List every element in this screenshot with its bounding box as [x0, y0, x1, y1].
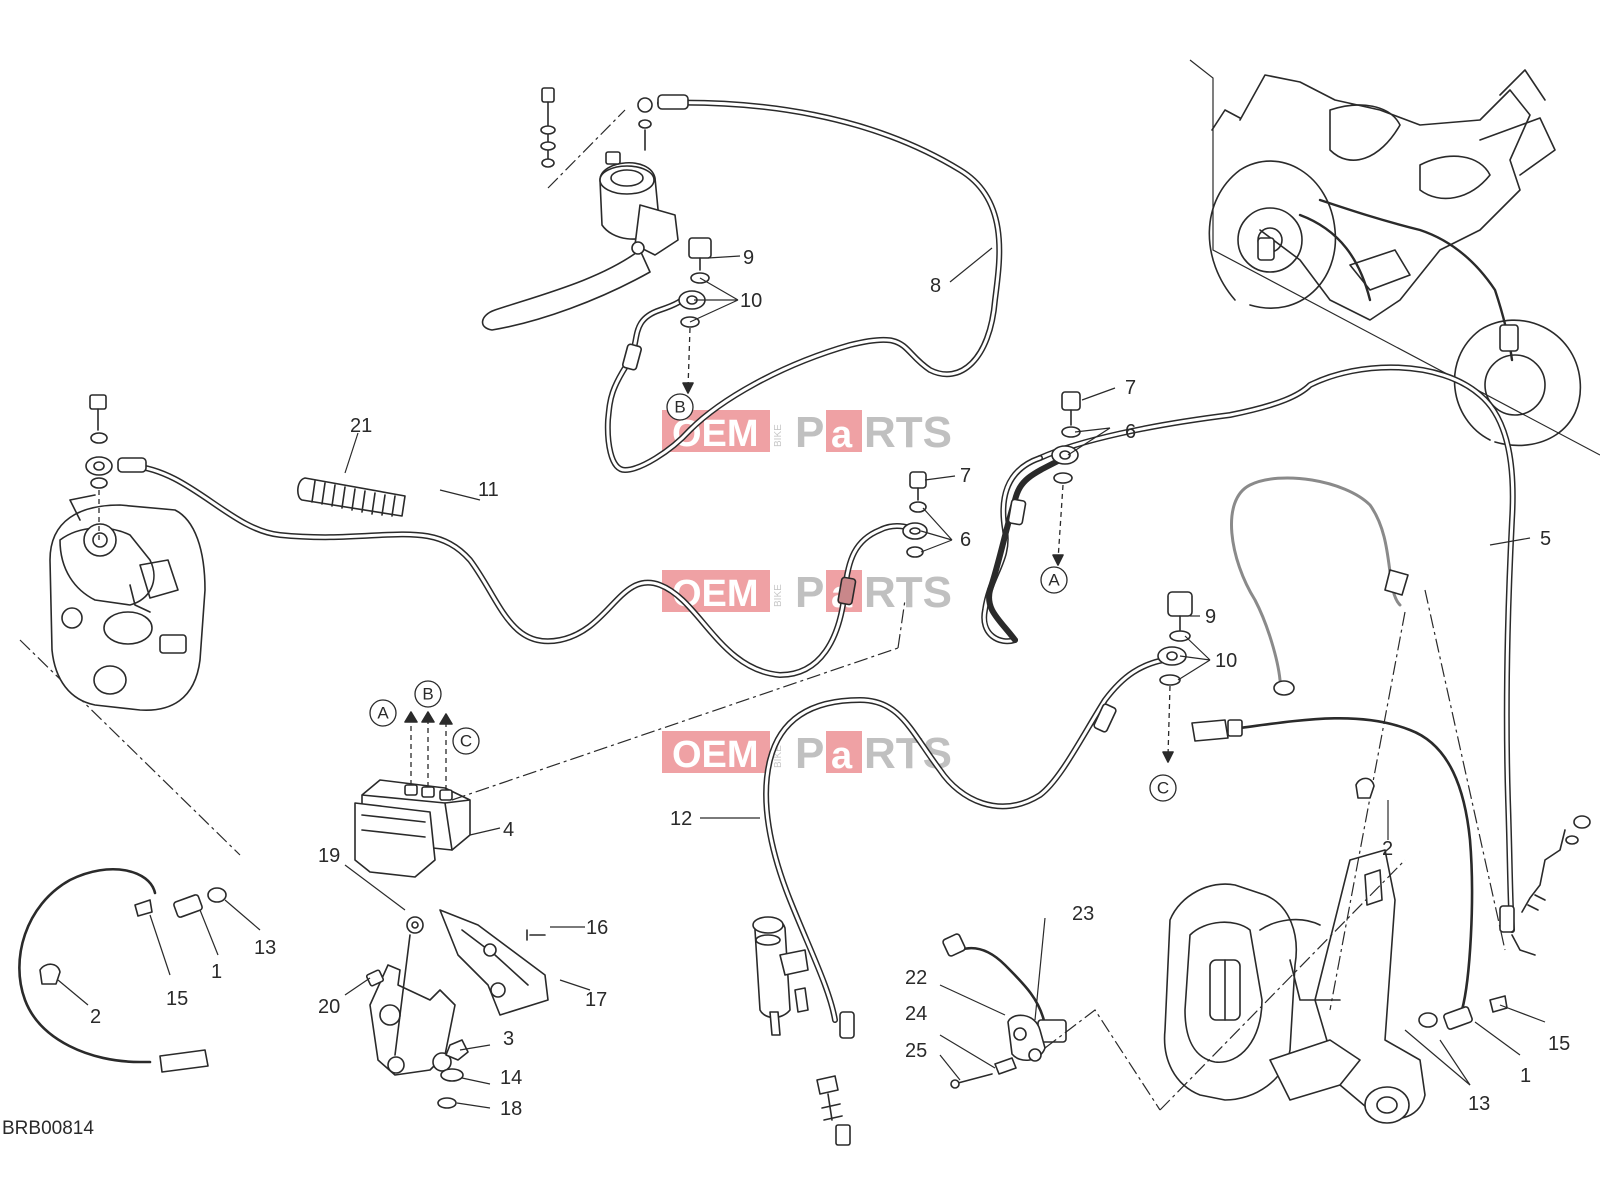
svg-text:C: C: [460, 732, 472, 751]
part-label-15: 15: [1548, 1033, 1570, 1055]
banjo-bolts-and-washers: [85, 237, 1591, 913]
part-label-7: 7: [1125, 377, 1136, 399]
svg-text:B: B: [422, 685, 433, 704]
brake-lines: [117, 94, 1536, 1146]
part-label-3: 3: [503, 1028, 514, 1050]
part-label-10: 10: [1215, 650, 1237, 672]
part-label-14: 14: [500, 1067, 522, 1089]
abs-hydraulic-unit: [354, 599, 906, 878]
part-label-1: 1: [211, 961, 222, 983]
part-label-2: 2: [1382, 838, 1393, 860]
part-label-8: 8: [930, 275, 941, 297]
diagram-code: BRB00814: [2, 1118, 94, 1139]
svg-text:RTS: RTS: [864, 568, 952, 617]
abs-mounting-bracket: [365, 909, 549, 1109]
marker-b-front: B: [666, 393, 694, 421]
part-label-1: 1: [1520, 1065, 1531, 1087]
marker-c-abs: C: [452, 727, 480, 755]
part-number-labels: 9 10 8 7 6 7 6 5 9 10 21 11 12 4 19 16 1…: [90, 247, 1570, 1120]
brake-light-switch: [942, 933, 1161, 1111]
svg-text:a: a: [831, 414, 853, 456]
part-label-13: 13: [1468, 1093, 1490, 1115]
part-label-10: 10: [740, 290, 762, 312]
svg-text:C: C: [1157, 779, 1169, 798]
part-label-18: 18: [500, 1098, 522, 1120]
part-label-2: 2: [90, 1006, 101, 1028]
part-label-9: 9: [743, 247, 754, 269]
part-label-24: 24: [905, 1003, 927, 1025]
part-label-7: 7: [960, 465, 971, 487]
part-label-4: 4: [503, 819, 514, 841]
part-label-6: 6: [1125, 421, 1136, 443]
svg-text:A: A: [1048, 571, 1060, 590]
svg-text:OEM: OEM: [672, 734, 759, 776]
rear-caliper-and-swingarm: [1159, 589, 1506, 1124]
protective-sleeve: [297, 477, 406, 517]
svg-text:BIKE: BIKE: [773, 584, 784, 607]
svg-text:RTS: RTS: [864, 408, 952, 457]
svg-text:P: P: [795, 729, 824, 778]
part-label-25: 25: [905, 1040, 927, 1062]
svg-text:OEM: OEM: [672, 573, 759, 615]
svg-text:B: B: [674, 398, 685, 417]
front-wheel-speed-sensor: [18, 867, 227, 1073]
part-label-21: 21: [350, 415, 372, 437]
svg-text:BIKE: BIKE: [773, 745, 784, 768]
part-label-9: 9: [1205, 606, 1216, 628]
part-label-5: 5: [1540, 528, 1551, 550]
part-label-17: 17: [585, 989, 607, 1011]
svg-text:BIKE: BIKE: [773, 424, 784, 447]
svg-text:A: A: [377, 704, 389, 723]
watermark-middle: OEM BIKE P a RTS: [662, 568, 952, 617]
watermark-top: OEM BIKE P a RTS: [662, 408, 952, 457]
motorcycle-overview-illustration: [1189, 59, 1600, 456]
part-label-12: 12: [670, 808, 692, 830]
part-label-22: 22: [905, 967, 927, 989]
svg-text:P: P: [795, 408, 824, 457]
part-label-23: 23: [1072, 903, 1094, 925]
front-master-cylinder-lever: [481, 87, 679, 331]
part-label-15: 15: [166, 988, 188, 1010]
svg-text:P: P: [795, 568, 824, 617]
connection-markers: B A C A B C: [369, 393, 1177, 802]
marker-a-abs: A: [369, 699, 397, 727]
marker-c-rear: C: [1149, 774, 1177, 802]
part-label-13: 13: [254, 937, 276, 959]
marker-b-abs: B: [414, 680, 442, 708]
watermark-bottom: OEM BIKE P a RTS: [662, 729, 952, 778]
part-label-6: 6: [960, 529, 971, 551]
leader-lines: [57, 247, 1546, 1109]
part-label-20: 20: [318, 996, 340, 1018]
svg-text:a: a: [831, 735, 853, 777]
part-label-16: 16: [586, 917, 608, 939]
rear-wheel-speed-sensor: [1191, 716, 1508, 1030]
front-left-caliper: [19, 494, 241, 856]
rear-master-cylinder: [752, 916, 809, 1036]
marker-a-front: A: [1040, 566, 1068, 594]
part-label-19: 19: [318, 845, 340, 867]
part-label-11: 11: [478, 479, 499, 501]
